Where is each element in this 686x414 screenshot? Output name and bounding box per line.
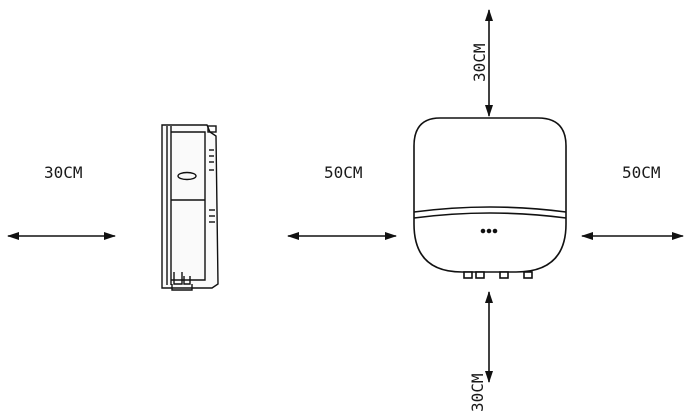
device-front-view <box>413 117 567 279</box>
clearance-arrows <box>7 9 684 383</box>
device-side-view <box>161 124 219 291</box>
label-side-clearance: 30CM <box>44 163 83 182</box>
label-bottom-clearance: 30CM <box>468 373 487 412</box>
label-front-left-clearance: 50CM <box>324 163 363 182</box>
label-front-right-clearance: 50CM <box>622 163 661 182</box>
label-top-clearance: 30CM <box>470 43 489 82</box>
